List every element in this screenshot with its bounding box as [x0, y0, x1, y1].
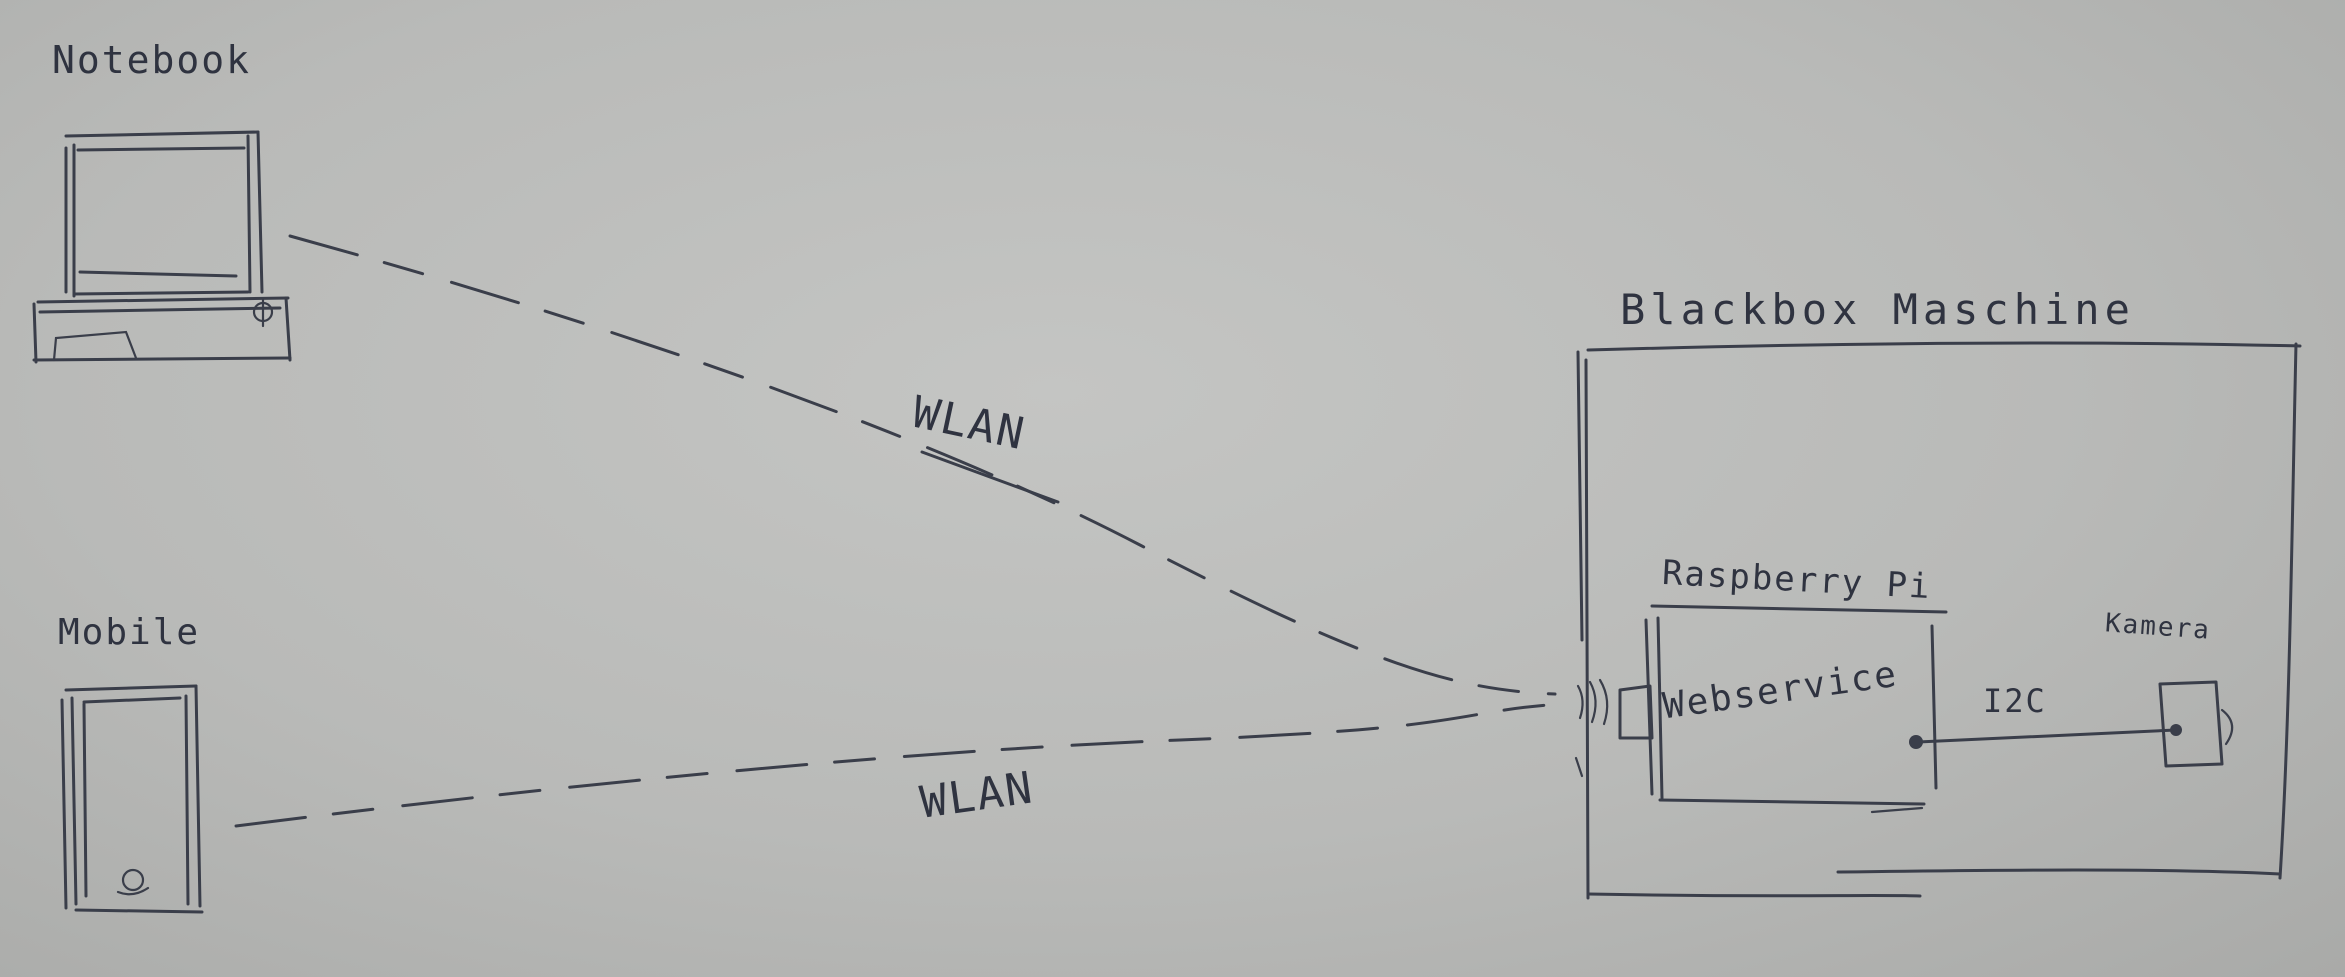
i2c-connection: [1909, 724, 2182, 749]
notebook-icon: [32, 130, 292, 364]
camera-icon: [2158, 680, 2234, 768]
blackbox-machine-box: [1576, 341, 2302, 900]
raspberry-pi-box: [1644, 604, 1948, 814]
mobile-label: Mobile: [58, 612, 201, 653]
wlan-link-notebook: [288, 234, 1557, 696]
i2c-label: I2C: [1983, 682, 2047, 720]
wlan-top-underline: [920, 450, 1060, 504]
mobile-icon: [60, 684, 204, 914]
wlan-antenna-icon: [1574, 678, 1654, 778]
notebook-label: Notebook: [52, 38, 252, 82]
wlan-link-mobile: [234, 702, 1562, 828]
blackbox-label: Blackbox Maschine: [1620, 285, 2135, 334]
